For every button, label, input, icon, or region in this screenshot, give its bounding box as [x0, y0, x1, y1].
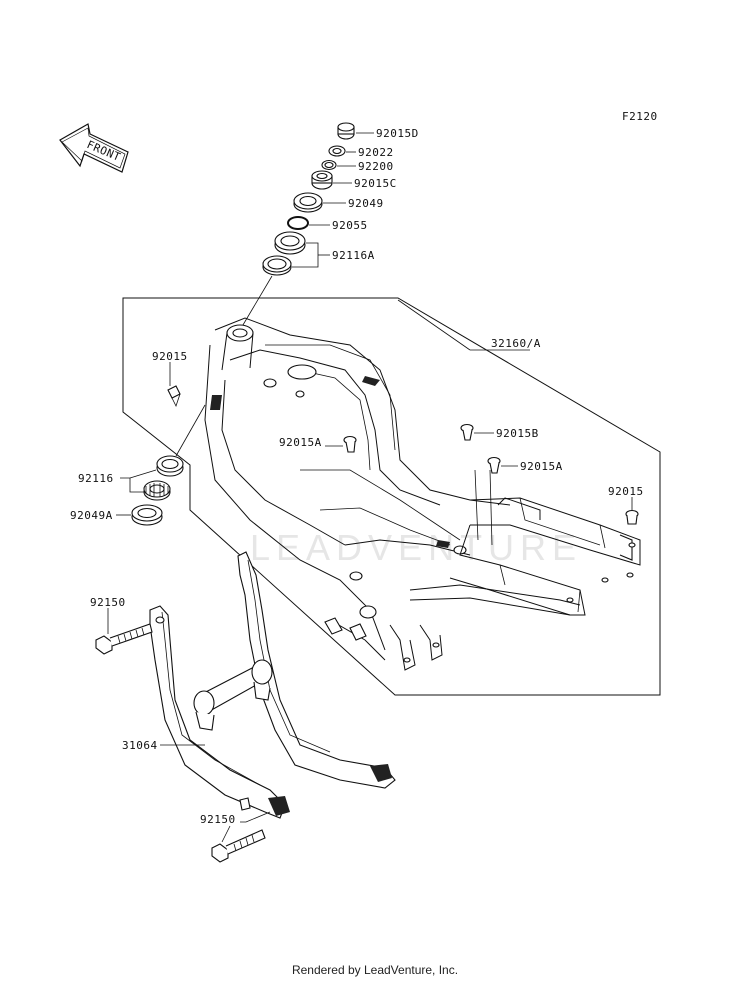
label-92150-bottom: 92150: [200, 813, 236, 826]
footer-credit: Rendered by LeadVenture, Inc.: [291, 963, 459, 977]
label-92015-right: 92015: [608, 485, 644, 498]
part-92015-bolt-right: [625, 509, 639, 525]
part-92055-o-ring: [287, 216, 309, 230]
label-92015B: 92015B: [496, 427, 539, 440]
part-92049A-seal: [131, 504, 163, 526]
part-92015-bolt-left: [167, 385, 181, 408]
part-92049-seal: [293, 192, 323, 213]
part-92150-bolt-top: [95, 623, 153, 655]
label-92015D: 92015D: [376, 127, 419, 140]
label-92015C: 92015C: [354, 177, 397, 190]
part-92116-bearing-lower: [143, 480, 171, 501]
frame-assembly-box: [122, 297, 661, 696]
label-92116A: 92116A: [332, 249, 375, 262]
part-92022-washer: [328, 145, 346, 157]
main-frame: [204, 317, 511, 671]
part-92015B-bolt: [460, 423, 474, 441]
label-32160A: 32160/A: [491, 337, 541, 350]
label-92200: 92200: [358, 160, 394, 173]
part-92200-washer: [321, 159, 337, 171]
stem-parts-stack: [239, 122, 374, 331]
label-92049: 92049: [348, 197, 384, 210]
label-92022: 92022: [358, 146, 394, 159]
part-92015D-nut: [337, 122, 355, 140]
label-92116: 92116: [78, 472, 114, 485]
watermark-text: LEADVENTURE: [250, 527, 582, 568]
label-92055: 92055: [332, 219, 368, 232]
rear-sub-frame: [409, 469, 641, 616]
part-92116A-bearing-upper: [274, 231, 306, 255]
part-92015C-nut: [311, 170, 333, 190]
label-92150-top: 92150: [90, 596, 126, 609]
part-92116-bearing-upper: [156, 455, 184, 477]
front-arrow-icon: FRONT: [59, 123, 129, 173]
diagram-code: F2120: [622, 110, 658, 123]
part-92015A-bolt-right: [487, 456, 501, 474]
label-92015-left: 92015: [152, 350, 188, 363]
part-31064-bracket: [149, 551, 396, 819]
label-92015A-center: 92015A: [279, 436, 322, 449]
part-92015A-bolt-center: [343, 435, 357, 453]
label-31064: 31064: [122, 739, 158, 752]
part-92150-bolt-bottom: [211, 829, 266, 863]
label-92049A: 92049A: [70, 509, 113, 522]
label-92015A-right: 92015A: [520, 460, 563, 473]
part-92116A-bearing-lower: [262, 255, 292, 276]
